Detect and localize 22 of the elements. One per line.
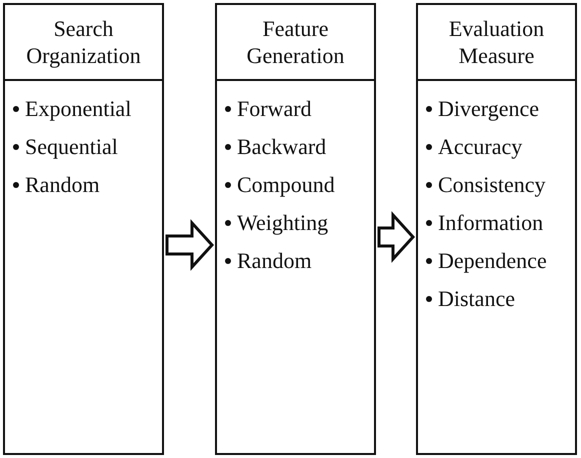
list-item: Information bbox=[438, 211, 544, 235]
panel-heading: Search Organization bbox=[5, 5, 162, 81]
block-arrow bbox=[166, 219, 214, 271]
list-item: Accuracy bbox=[438, 135, 522, 159]
list-item: Dependence bbox=[438, 249, 547, 273]
list-item: Backward bbox=[237, 135, 326, 159]
list-item: Exponential bbox=[25, 97, 132, 121]
category-panel bbox=[416, 3, 577, 455]
list-item: Forward bbox=[237, 97, 312, 121]
list-item: Consistency bbox=[438, 173, 546, 197]
list-item: Random bbox=[237, 249, 312, 273]
list-item: Random bbox=[25, 173, 100, 197]
panel-heading: Feature Generation bbox=[217, 5, 374, 81]
category-panel bbox=[3, 3, 164, 455]
list-item: Sequential bbox=[25, 135, 118, 159]
category-panel bbox=[215, 3, 376, 455]
list-item: Distance bbox=[438, 287, 515, 311]
list-item: Compound bbox=[237, 173, 335, 197]
panel-heading: Evaluation Measure bbox=[418, 5, 575, 81]
list-item: Divergence bbox=[438, 97, 539, 121]
list-item: Weighting bbox=[237, 211, 328, 235]
block-arrow bbox=[378, 211, 416, 263]
